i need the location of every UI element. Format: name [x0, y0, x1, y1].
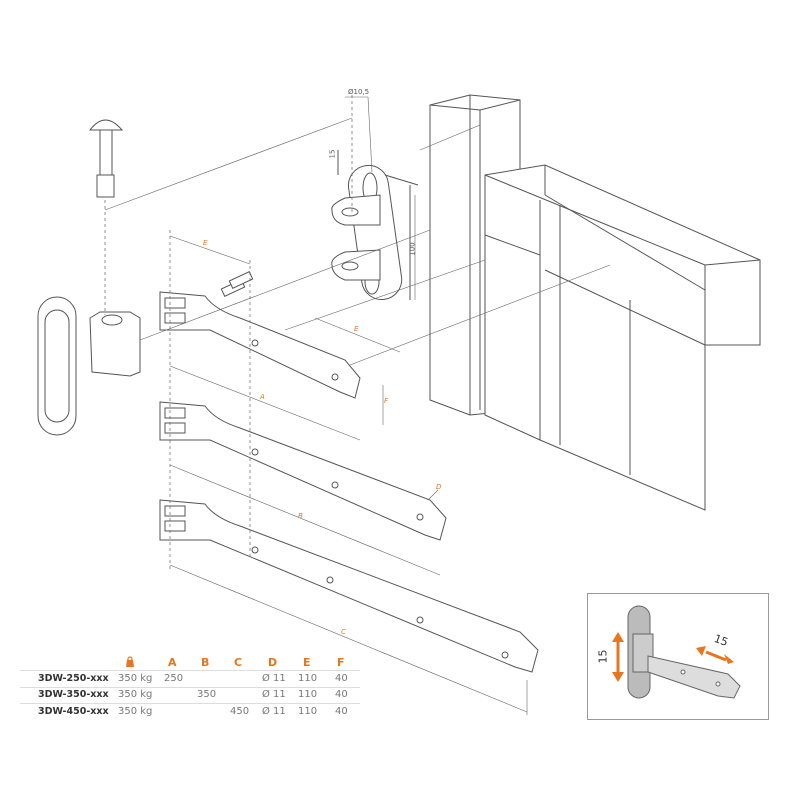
header-f: F — [337, 656, 345, 669]
row-f: 40 — [335, 706, 348, 717]
row-model: 3DW-450-xxx — [38, 706, 109, 717]
hinge-cover — [37, 296, 141, 436]
dim-e-top: E — [203, 239, 208, 247]
row-weight: 350 kg — [118, 689, 153, 700]
row-b: 350 — [197, 689, 217, 700]
dim-c: C — [341, 628, 346, 636]
row-e: 110 — [298, 706, 318, 717]
horizontal-arrow-icon — [696, 646, 734, 664]
dim-a: A — [260, 393, 265, 401]
screws — [220, 271, 254, 297]
row-model: 3DW-350-xxx — [38, 689, 109, 700]
row-d: Ø 11 — [262, 706, 286, 717]
row-a: 250 — [164, 673, 184, 684]
vertical-arrow-icon — [612, 632, 624, 682]
dim-hole-diameter: Ø10,5 — [348, 88, 370, 96]
dim-e-post: E — [354, 325, 359, 333]
dim-slot-length: 15 — [328, 149, 337, 159]
hinge-strap-short — [159, 291, 361, 399]
pin-bolt — [88, 119, 124, 198]
wall-bracket — [331, 96, 419, 301]
row-weight: 350 kg — [118, 706, 153, 717]
row-c: 450 — [230, 706, 250, 717]
header-b: B — [201, 656, 210, 669]
adjustment-inset: 15 15 — [587, 593, 769, 720]
row-f: 40 — [335, 689, 348, 700]
header-e: E — [303, 656, 311, 669]
row-weight: 350 kg — [118, 673, 153, 684]
header-d: D — [268, 656, 278, 669]
dim-f: F — [384, 397, 389, 405]
vertical-adjust-label: 15 — [596, 649, 610, 664]
row-f: 40 — [335, 673, 348, 684]
row-d: Ø 11 — [262, 673, 286, 684]
dim-bracket-spacing: 100 — [408, 242, 417, 256]
dimension-lines — [104, 95, 611, 715]
hinge-strap-medium — [159, 401, 447, 541]
gate-frame — [484, 164, 761, 511]
header-a: A — [168, 656, 177, 669]
adjustment-illustration — [612, 605, 741, 699]
hinge-strap-long — [159, 499, 539, 673]
row-model: 3DW-250-xxx — [38, 673, 109, 684]
row-d: Ø 11 — [262, 689, 286, 700]
row-e: 110 — [298, 689, 318, 700]
dim-d: D — [436, 483, 442, 491]
header-c: C — [234, 656, 243, 669]
row-e: 110 — [298, 673, 318, 684]
dim-b: B — [298, 512, 303, 520]
